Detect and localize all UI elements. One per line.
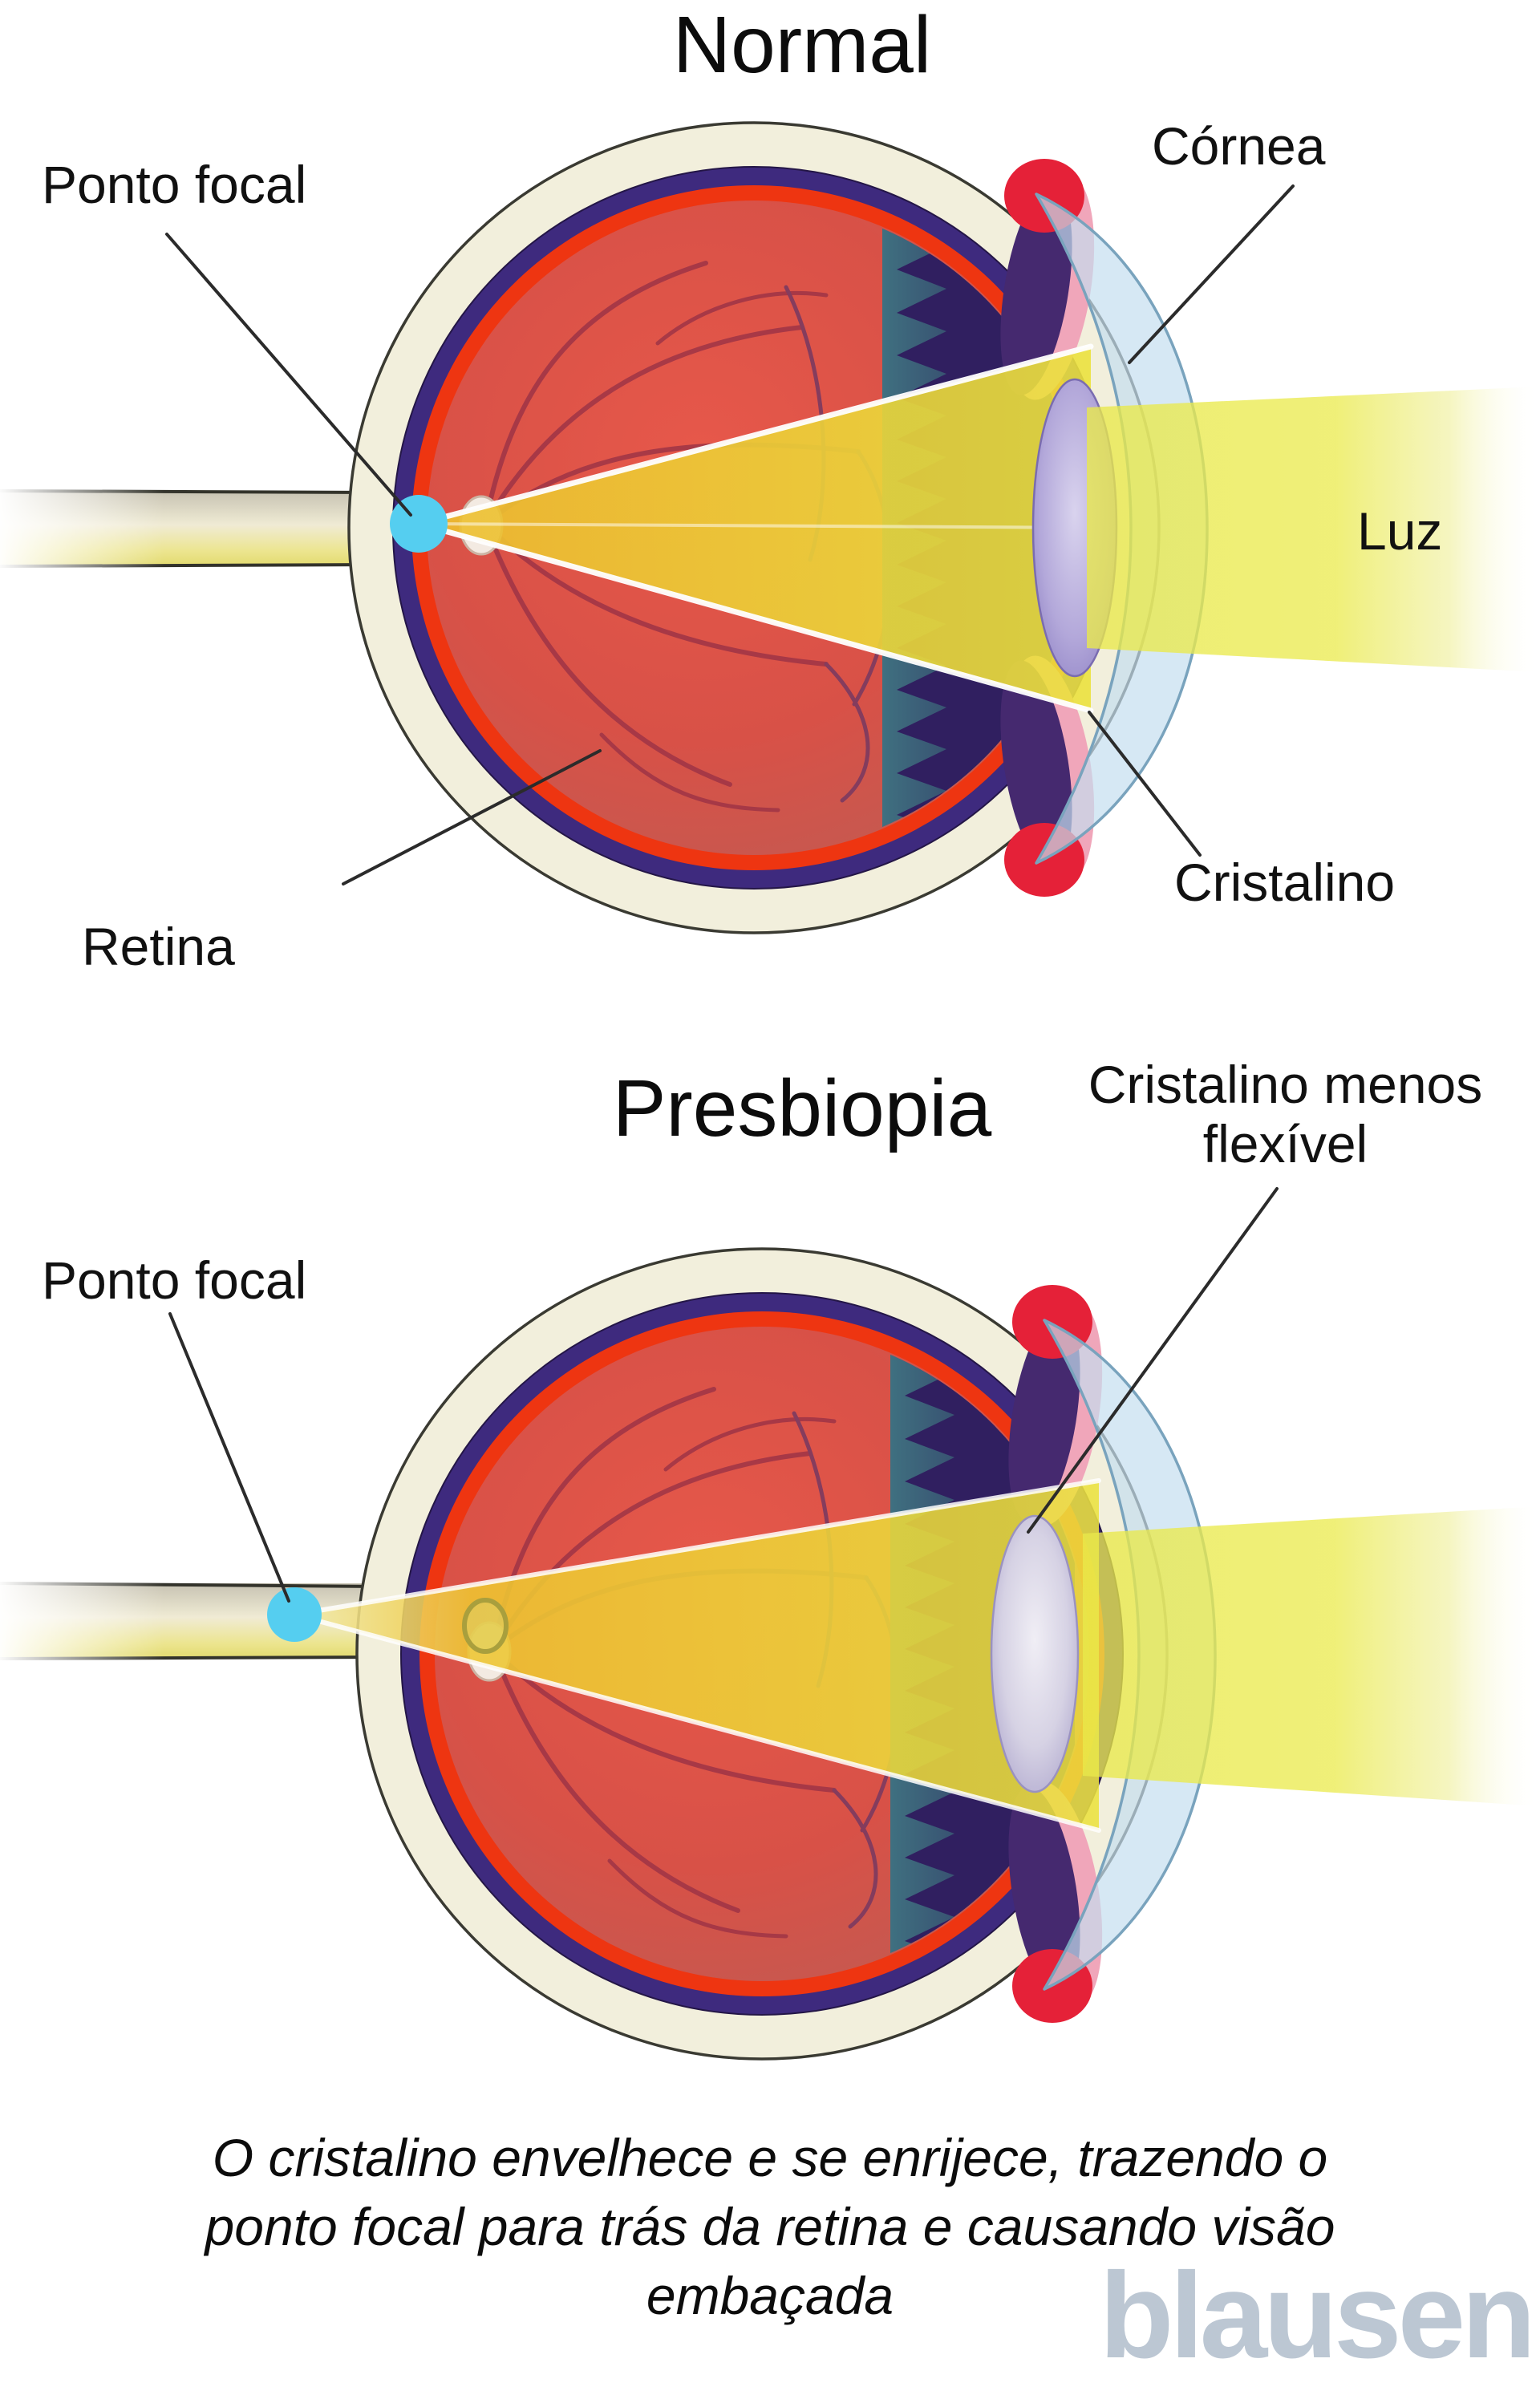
label-cristalino-menos-flexivel: Cristalino menos flexível	[1088, 1055, 1483, 1173]
leader-ponto-focal-presbiopia	[168, 1312, 290, 1603]
panel-title-presbiopia: Presbiopia	[612, 1064, 992, 1153]
leader-lines	[165, 184, 1295, 1603]
panel-title-normal: Normal	[672, 0, 932, 90]
leader-ponto-focal-normal	[165, 233, 412, 517]
light-beam-incoming	[1083, 1506, 1540, 1806]
light-ray-edges	[415, 343, 1100, 714]
caption-line-2: ponto focal para trás da retina e causan…	[205, 2196, 1335, 2256]
leader-cristalino-menos-flexivel	[1027, 1187, 1279, 1534]
light-ray-edges	[292, 1478, 1101, 1833]
label-cornea: Córnea	[1152, 116, 1326, 176]
optic-nerve	[0, 486, 374, 571]
normal-eye-illustration	[0, 123, 1540, 933]
light-cone-behind-retina	[294, 1481, 1099, 1830]
focal-point-dot	[390, 495, 448, 553]
figure-caption: O cristalino envelhece e se enrijece, tr…	[0, 2124, 1540, 2330]
blausen-logo: blausen	[1099, 2247, 1536, 2384]
optic-disc-ring	[462, 1598, 509, 1654]
label-retina: Retina	[82, 917, 235, 976]
label-ponto-focal-normal: Ponto focal	[42, 155, 307, 214]
focal-point-dot	[267, 1587, 322, 1642]
lens-cristalino-rigido	[990, 1514, 1080, 1793]
leader-cristalino	[1088, 711, 1202, 857]
label-cristalino: Cristalino	[1174, 853, 1396, 912]
light-beam-incoming	[1087, 387, 1540, 672]
label-luz: Luz	[1357, 501, 1443, 561]
leader-retina	[342, 749, 602, 885]
light-cone-converging	[419, 346, 1091, 711]
label-ponto-focal-presbiopia: Ponto focal	[42, 1250, 307, 1310]
caption-line-3: embaçada	[646, 2265, 894, 2325]
leader-cornea	[1128, 184, 1295, 364]
caption-line-1: O cristalino envelhece e se enrijece, tr…	[212, 2128, 1328, 2187]
presbiopia-eye-illustration	[0, 1249, 1540, 2059]
